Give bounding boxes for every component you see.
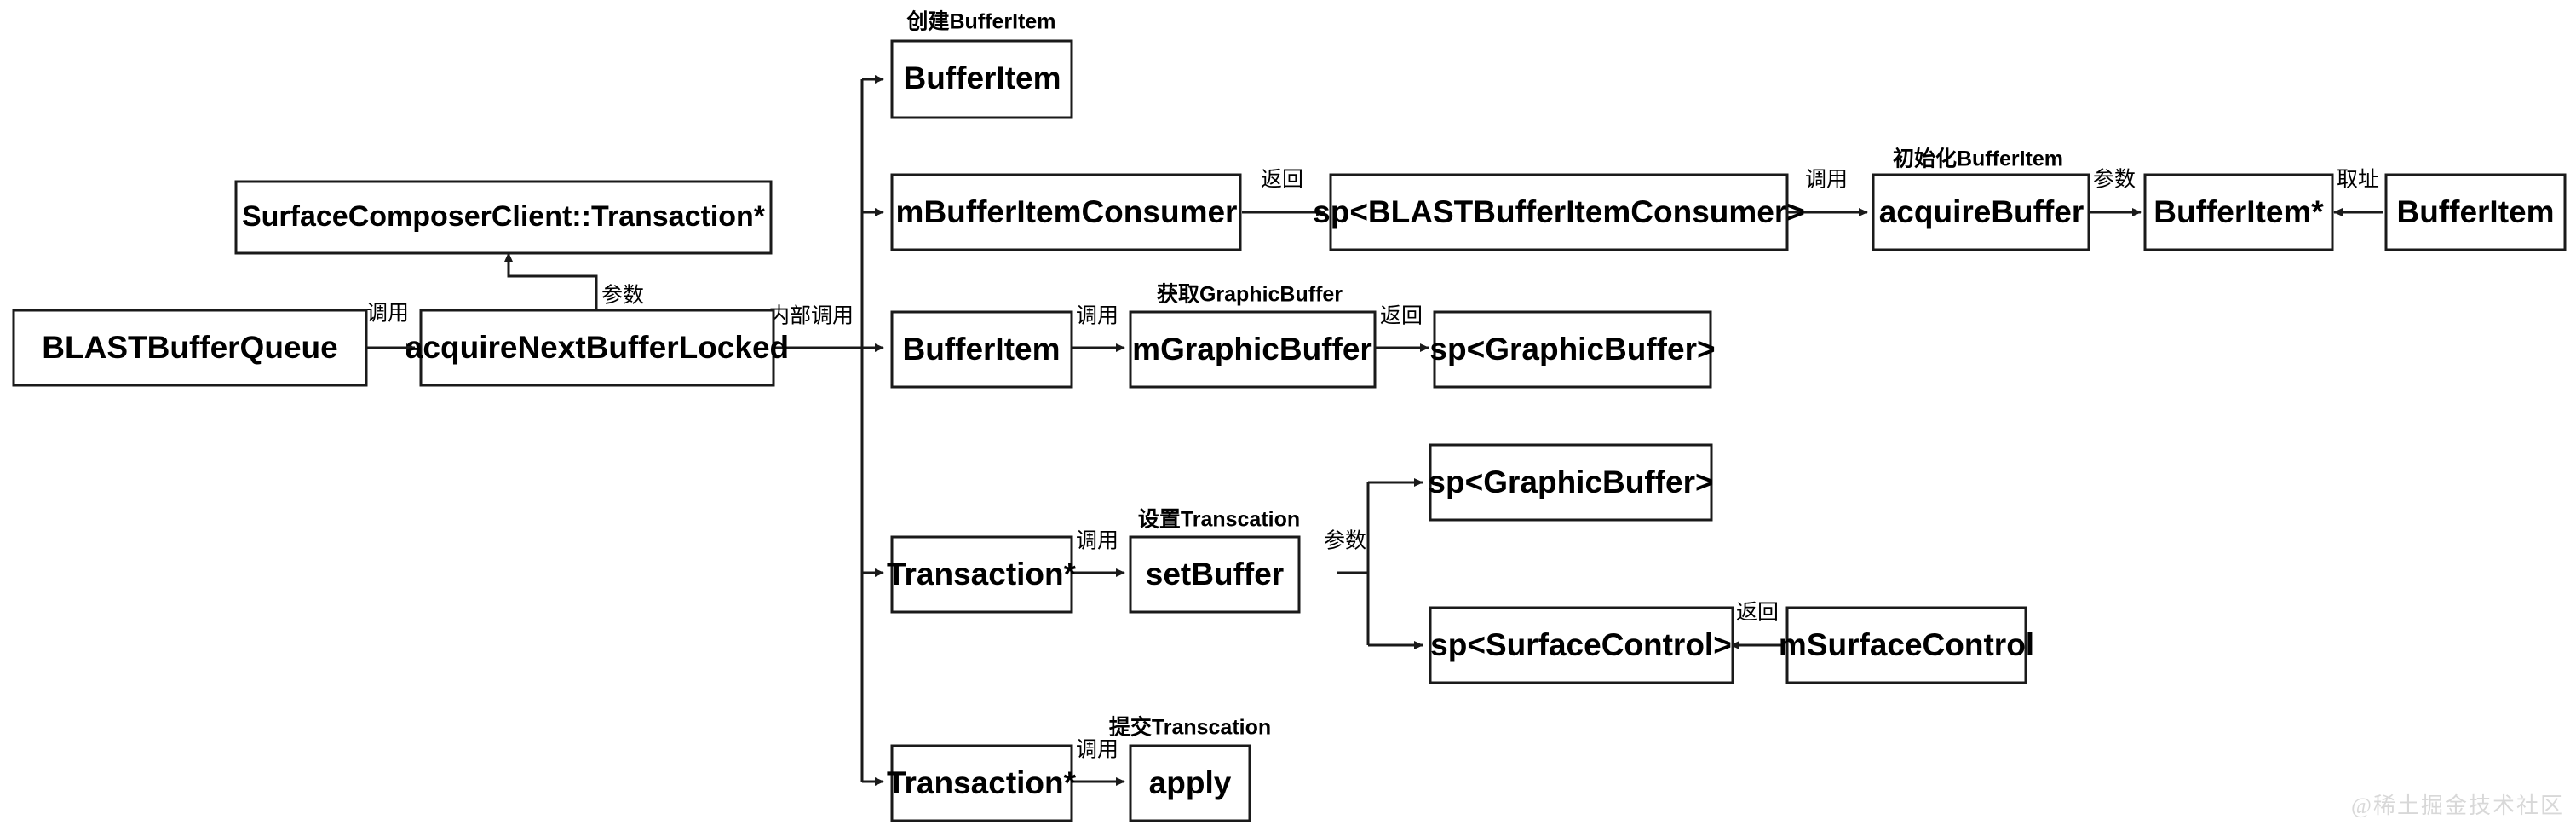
edge-return-graphic: 返回 — [1375, 304, 1429, 352]
edge-call-blast-to-acquire: 调用 — [366, 302, 416, 352]
node-label-buffer-item-src: BufferItem — [2396, 194, 2554, 229]
node-acquire-next-buffer-locked[interactable]: acquireNextBufferLocked — [405, 309, 789, 387]
group-label-commit-transaction: 提交Transcation — [1109, 715, 1271, 740]
edge-return-consumer: 返回 — [1242, 168, 1325, 216]
node-label-surface-composer-client-transaction: SurfaceComposerClient::Transaction* — [242, 200, 766, 233]
node-label-sp-graphic-buffer-row3: sp<GraphicBuffer> — [1429, 332, 1715, 366]
node-label-buffer-item-created: BufferItem — [903, 61, 1061, 95]
node-acquire-buffer[interactable]: acquireBuffer — [1872, 173, 2090, 251]
node-label-buffer-item-ptr: BufferItem* — [2153, 194, 2324, 229]
node-m-surface-control[interactable]: mSurfaceControl — [1779, 606, 2034, 684]
edge-param-setbuffer-split: 参数 — [1324, 478, 1423, 649]
edge-label-return-surface-control: 返回 — [1736, 601, 1779, 625]
edge-label-return-consumer: 返回 — [1261, 168, 1303, 192]
node-surface-composer-client-transaction[interactable]: SurfaceComposerClient::Transaction* — [234, 180, 773, 255]
trunk-spine — [860, 75, 884, 786]
edge-return-surface-control: 返回 — [1730, 601, 1785, 649]
node-blast-buffer-queue[interactable]: BLASTBufferQueue — [12, 309, 368, 387]
edge-label-internal-call: 内部调用 — [768, 304, 854, 328]
edge-label-return-graphic: 返回 — [1380, 304, 1423, 328]
edge-param-to-transaction: 参数 — [504, 252, 644, 311]
edge-address-of: 取址 — [2333, 168, 2383, 216]
node-label-apply: apply — [1149, 765, 1232, 800]
node-transaction-ptr-apply[interactable]: Transaction* — [887, 744, 1077, 822]
watermark: @稀土掘金技术社区 — [2351, 793, 2564, 818]
node-buffer-item-row3[interactable]: BufferItem — [890, 310, 1073, 389]
node-m-buffer-item-consumer[interactable]: mBufferItemConsumer — [890, 173, 1242, 251]
node-label-transaction-ptr-setbuffer: Transaction* — [887, 557, 1077, 592]
node-buffer-item-created[interactable]: BufferItem — [890, 39, 1073, 119]
edge-label-param-acquire-to-item-ptr: 参数 — [2093, 168, 2136, 192]
node-sp-blast-buffer-item-consumer[interactable]: sp<BLASTBufferItemConsumer> — [1313, 173, 1805, 251]
node-transaction-ptr-setbuffer[interactable]: Transaction* — [887, 535, 1077, 614]
node-m-graphic-buffer[interactable]: mGraphicBuffer — [1129, 310, 1377, 389]
edge-call-transaction-to-setbuffer: 调用 — [1072, 529, 1125, 577]
node-sp-graphic-buffer-row3[interactable]: sp<GraphicBuffer> — [1429, 310, 1716, 389]
node-buffer-item-src[interactable]: BufferItem — [2384, 173, 2567, 251]
edge-internal-call: 内部调用 — [768, 304, 862, 349]
node-label-m-surface-control: mSurfaceControl — [1779, 627, 2034, 662]
edge-label-call-transaction-to-apply: 调用 — [1076, 738, 1118, 762]
edge-label-address-of: 取址 — [2337, 168, 2379, 192]
edge-call-transaction-to-apply: 调用 — [1072, 738, 1125, 786]
node-label-acquire-buffer: acquireBuffer — [1879, 194, 2084, 229]
edge-label-param-to-transaction: 参数 — [601, 284, 644, 308]
edge-label-call-consumer-to-acquire-buffer: 调用 — [1805, 168, 1848, 192]
node-apply[interactable]: apply — [1129, 744, 1251, 822]
group-label-get-graphic-buffer: 获取GraphicBuffer — [1157, 283, 1343, 307]
edge-label-call-blast-to-acquire: 调用 — [366, 302, 409, 326]
node-label-m-buffer-item-consumer: mBufferItemConsumer — [896, 194, 1238, 229]
node-label-m-graphic-buffer: mGraphicBuffer — [1132, 332, 1372, 366]
node-label-blast-buffer-queue: BLASTBufferQueue — [42, 330, 337, 365]
edge-label-call-item-to-graphic: 调用 — [1076, 304, 1118, 328]
node-label-buffer-item-row3: BufferItem — [902, 332, 1060, 366]
edge-call-consumer-to-acquire-buffer: 调用 — [1787, 168, 1868, 216]
node-label-sp-surface-control: sp<SurfaceControl> — [1430, 627, 1732, 662]
node-buffer-item-ptr[interactable]: BufferItem* — [2143, 173, 2334, 251]
edge-call-item-to-graphic: 调用 — [1072, 304, 1125, 352]
node-label-sp-graphic-buffer-row4: sp<GraphicBuffer> — [1428, 465, 1713, 499]
group-label-set-transaction: 设置Transcation — [1138, 508, 1300, 532]
node-label-sp-blast-buffer-item-consumer: sp<BLASTBufferItemConsumer> — [1313, 194, 1805, 229]
node-set-buffer[interactable]: setBuffer — [1129, 535, 1301, 614]
group-label-init-buffer-item: 初始化BufferItem — [1893, 147, 2063, 171]
edge-label-param-setbuffer: 参数 — [1324, 529, 1366, 553]
edge-param-acquire-to-item-ptr: 参数 — [2089, 168, 2142, 216]
node-label-transaction-ptr-apply: Transaction* — [887, 765, 1077, 800]
node-sp-surface-control[interactable]: sp<SurfaceControl> — [1429, 606, 1734, 684]
edge-label-call-transaction-to-setbuffer: 调用 — [1076, 529, 1118, 553]
node-sp-graphic-buffer-row4[interactable]: sp<GraphicBuffer> — [1428, 443, 1714, 522]
node-label-acquire-next-buffer-locked: acquireNextBufferLocked — [405, 330, 789, 365]
group-label-create-buffer-item: 创建BufferItem — [906, 10, 1055, 34]
node-label-set-buffer: setBuffer — [1146, 557, 1284, 592]
